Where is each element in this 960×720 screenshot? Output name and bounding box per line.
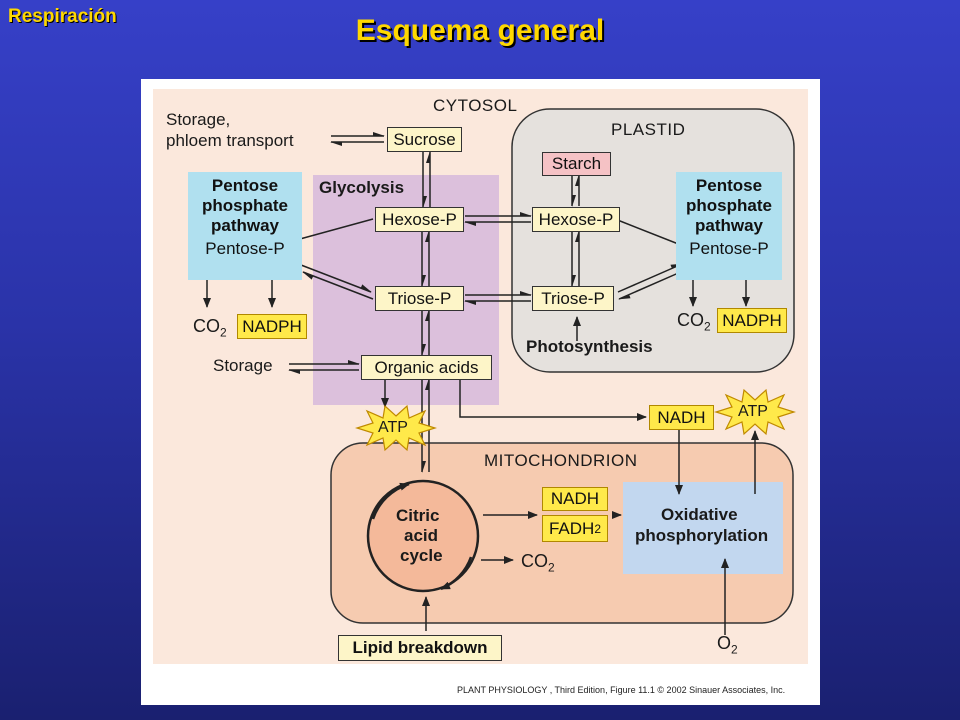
citric-cycle-label-2: acid — [404, 526, 439, 545]
starch-node: Starch — [542, 152, 611, 176]
lipid-breakdown-node: Lipid breakdown — [338, 635, 502, 661]
glycolysis-label: Glycolysis — [319, 178, 405, 197]
sucrose-node: Sucrose — [387, 127, 462, 152]
ppp-left-title-2: phosphate — [202, 196, 288, 215]
ppp-right-box: Pentose phosphate pathway Pentose-P — [676, 172, 782, 280]
citric-cycle-label-1: Citric — [396, 506, 440, 525]
atp-left-burst — [354, 404, 438, 452]
ppp-right-title-2: phosphate — [686, 196, 772, 215]
hexose-p-cytosol-node: Hexose-P — [375, 207, 464, 232]
storage-phloem-label-line1: Storage, — [166, 110, 231, 129]
organic-acids-node: Organic acids — [361, 355, 492, 380]
cycle-arrow-1 — [371, 482, 410, 520]
cycle-arrow-2 — [440, 556, 473, 591]
citric-cycle-label-3: cycle — [400, 546, 443, 565]
hexose-p-plastid-node: Hexose-P — [532, 207, 620, 232]
storage-label: Storage — [213, 356, 273, 375]
plastid-label: PLASTID — [611, 120, 686, 139]
ppp-right-product: Pentose-P — [689, 239, 769, 258]
ppp-right-title-3: pathway — [694, 216, 764, 235]
diagram-panel: CYTOSOL PLASTID Glycolysis MITOCHONDRION… — [141, 79, 820, 705]
figure-caption: PLANT PHYSIOLOGY , Third Edition, Figure… — [457, 685, 786, 695]
o2-label: O2 — [717, 633, 738, 657]
oxidative-box-bg — [623, 482, 783, 574]
nadph-right-badge: NADPH — [717, 308, 787, 333]
triose-p-plastid-node: Triose-P — [532, 286, 614, 311]
ppp-left-product: Pentose-P — [205, 239, 285, 258]
oxidative-label-1: Oxidative — [661, 505, 738, 524]
nadh-top-badge: NADH — [649, 405, 714, 430]
oxidative-label-2: phosphorylation — [635, 526, 769, 545]
citric-cycle-circle — [366, 479, 480, 593]
atp-left-label: ATP — [378, 419, 408, 436]
ppp-left-title-1: Pentose — [211, 176, 279, 195]
ppp-right-title-1: Pentose — [695, 176, 763, 195]
slide-title: Esquema general — [355, 14, 605, 47]
co2-left-label: CO2 — [193, 316, 227, 340]
nadph-left-badge: NADPH — [237, 314, 307, 339]
ppp-left-title-3: pathway — [210, 216, 280, 235]
cytosol-label: CYTOSOL — [433, 96, 518, 115]
mitochondrion-label: MITOCHONDRION — [484, 451, 638, 470]
co2-right-label: CO2 — [677, 310, 711, 334]
atp-right-burst — [713, 388, 797, 436]
co2-mito-label: CO2 — [521, 551, 555, 575]
ppp-left-box: Pentose phosphate pathway Pentose-P — [188, 172, 302, 280]
storage-phloem-label-line2: phloem transport — [166, 131, 294, 150]
triose-p-cytosol-node: Triose-P — [375, 286, 464, 311]
photosynthesis-label: Photosynthesis — [526, 337, 653, 356]
atp-right-label: ATP — [738, 403, 768, 420]
nadh-mito-badge: NADH — [542, 487, 608, 511]
slide-tag: Respiración — [8, 6, 117, 27]
